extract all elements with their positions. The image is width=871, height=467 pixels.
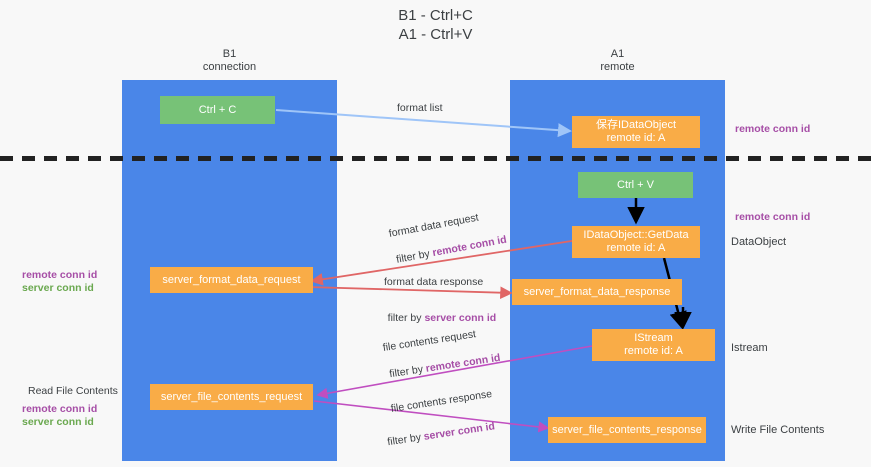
node-server-format-data-response[interactable]: server_format_data_response (512, 279, 682, 305)
left-note-server-conn-id-2: server conn id (22, 416, 94, 428)
column-header-a1: A1 remote (600, 48, 635, 73)
filter-prefix: filter by (395, 247, 434, 266)
column-header-b1: B1 connection (202, 48, 257, 73)
right-note-write-file-contents: Write File Contents (731, 424, 825, 436)
left-note-remote-conn-id-2: remote conn id (22, 403, 98, 415)
filter-key: remote conn id (431, 233, 508, 260)
right-note-dataobject: DataObject (731, 236, 787, 248)
filter-prefix: filter by (386, 430, 425, 449)
phase-divider (0, 156, 871, 161)
node-ctrl-v[interactable]: Ctrl + V (578, 172, 693, 198)
filter-key: server conn id (422, 420, 496, 443)
right-note-remote-conn-id-top: remote conn id (735, 123, 811, 135)
filter-prefix: filter by (387, 312, 425, 324)
node-server-file-contents-request[interactable]: server_file_contents_request (150, 384, 313, 410)
left-note-server-conn-id: server conn id (22, 282, 94, 294)
filter-key: remote conn id (424, 351, 502, 375)
node-server-file-contents-response[interactable]: server_file_contents_response (548, 417, 706, 443)
page-title: B1 - Ctrl+C A1 - Ctrl+V (398, 7, 473, 43)
edge-label-format-data-response: format data response (384, 276, 484, 288)
right-note-remote-conn-id-mid: remote conn id (735, 211, 811, 223)
node-ctrl-c[interactable]: Ctrl + C (160, 96, 275, 124)
filter-prefix: filter by (388, 362, 427, 381)
node-idataobject-getdata[interactable]: IDataObject::GetData remote id: A (572, 226, 700, 258)
node-server-format-data-request[interactable]: server_format_data_request (150, 267, 313, 293)
node-istream[interactable]: IStream remote id: A (592, 329, 715, 361)
left-note-remote-conn-id: remote conn id (22, 269, 98, 281)
edge-label-format-data-response-filter: filter by server conn id (376, 299, 497, 338)
edge-label-format-list: format list (397, 102, 443, 114)
right-note-istream: Istream (731, 342, 768, 354)
filter-key: server conn id (424, 312, 497, 324)
left-note-read-file-contents: Read File Contents (28, 385, 118, 397)
node-save-idataobject[interactable]: 保存IDataObject remote id: A (572, 116, 700, 148)
